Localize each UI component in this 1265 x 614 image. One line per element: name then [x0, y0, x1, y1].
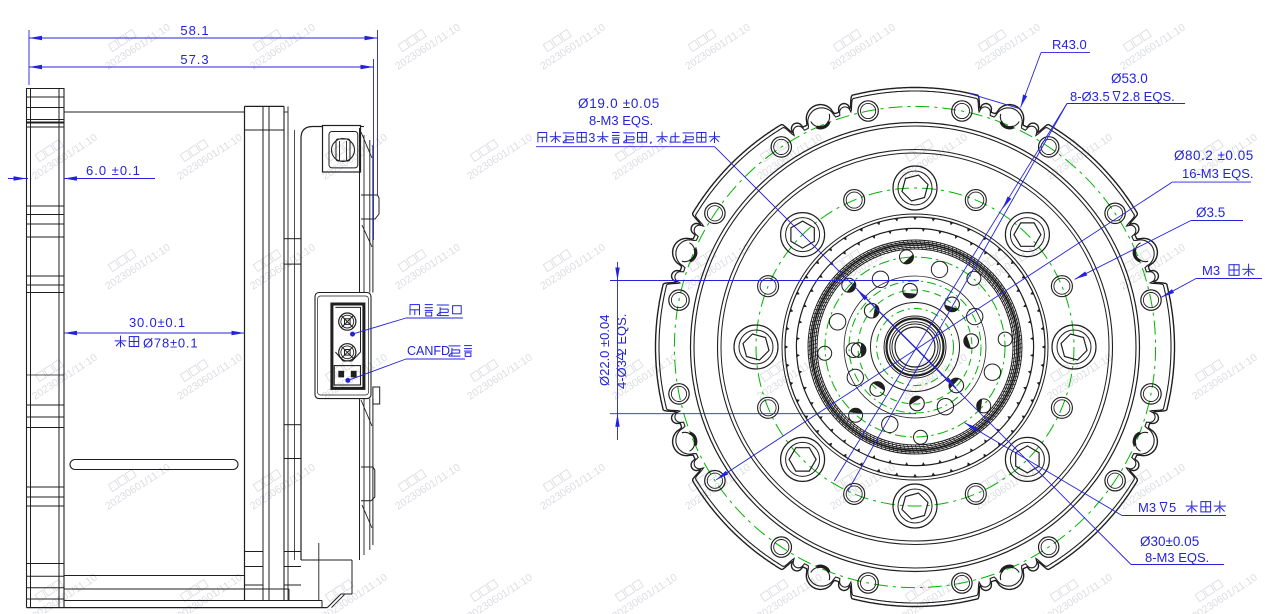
svg-text:Ø53.0: Ø53.0 [1111, 71, 1148, 86]
svg-text:Ø19.0 ±0.05: Ø19.0 ±0.05 [578, 96, 660, 111]
svg-text:CANFD: CANFD [407, 344, 450, 358]
svg-text:2 EQS.: 2 EQS. [614, 314, 629, 356]
svg-text:57.3: 57.3 [180, 52, 209, 67]
svg-text:8-Ø3.5: 8-Ø3.5 [1070, 89, 1110, 104]
svg-text:16-M3 EQS.: 16-M3 EQS. [1182, 166, 1254, 181]
svg-text:5: 5 [1169, 500, 1176, 515]
svg-text:Ø3.5: Ø3.5 [1196, 205, 1225, 220]
svg-text:Ø78±0.1: Ø78±0.1 [143, 336, 198, 351]
svg-text:Ø22.0 ±0.04: Ø22.0 ±0.04 [597, 315, 612, 386]
svg-text:4-Ø3: 4-Ø3 [614, 360, 629, 389]
svg-text:30.0±0.1: 30.0±0.1 [129, 315, 186, 330]
svg-text:Ø30±0.05: Ø30±0.05 [1140, 534, 1199, 549]
svg-text:8-M3 EQS.: 8-M3 EQS. [589, 113, 653, 128]
svg-text:M3: M3 [1202, 263, 1220, 278]
svg-text:2.8 EQS.: 2.8 EQS. [1122, 89, 1175, 104]
svg-text:R43.0: R43.0 [1052, 37, 1087, 52]
svg-text:Ø80.2 ±0.05: Ø80.2 ±0.05 [1174, 148, 1254, 163]
svg-text:58.1: 58.1 [180, 23, 209, 38]
svg-text:3: 3 [588, 131, 595, 145]
svg-text:8-M3 EQS.: 8-M3 EQS. [1145, 550, 1209, 565]
svg-text:M3: M3 [1138, 500, 1156, 515]
svg-text:6.0 ±0.1: 6.0 ±0.1 [86, 163, 141, 178]
